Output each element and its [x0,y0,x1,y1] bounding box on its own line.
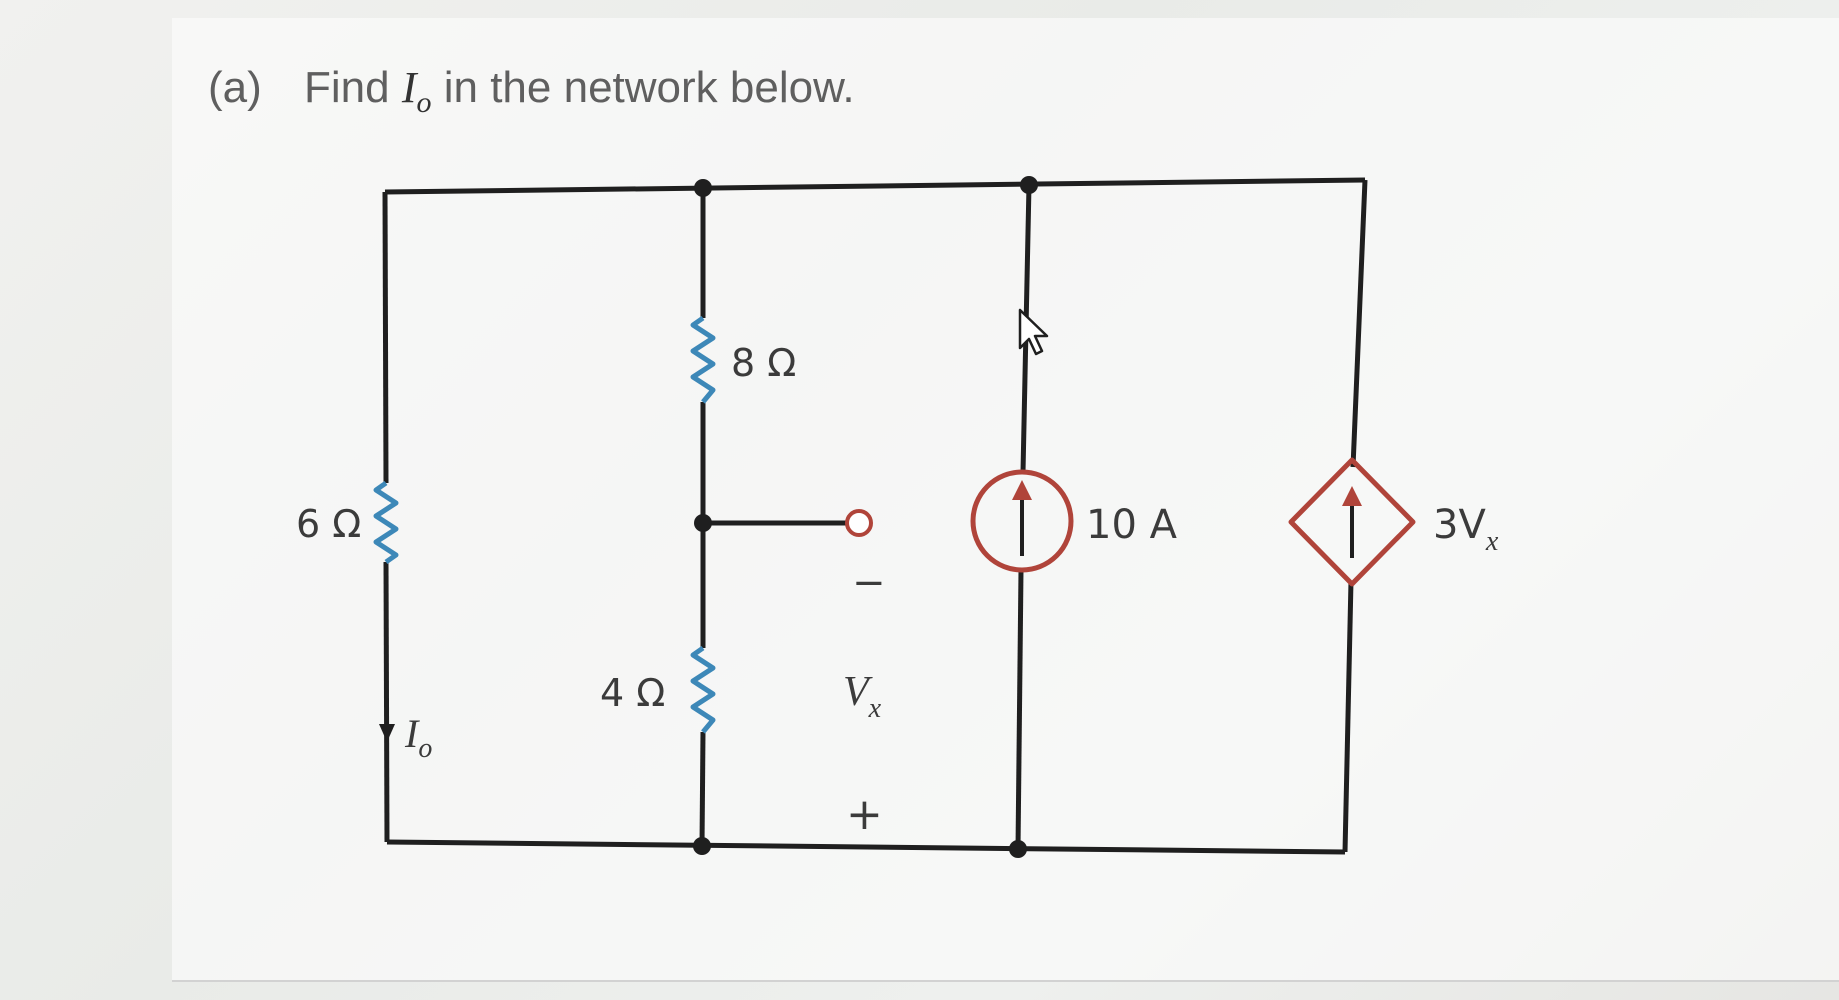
label-3vx-sub: x [1485,526,1499,557]
question-text-before: Find [304,63,390,112]
resistor-4-ohm [690,645,716,734]
label-io-sub: o [418,733,432,764]
label-8-ohm: 8 Ω [731,341,796,385]
top-wire [384,177,1366,195]
question-variable-sub: o [416,85,432,119]
dependent-source-diamond [1288,457,1416,587]
resistor-6-ohm [373,480,399,565]
left-wire-lower [383,561,390,843]
question-prompt: (a) Find Io in the network below. [208,62,855,120]
node-bottom-right [1009,840,1027,858]
label-3vx: 3Vx [1433,502,1499,557]
vx-plus-sign: + [846,789,883,840]
label-io: Io [404,711,432,764]
label-vx: Vx [843,669,882,724]
label-io-main: I [404,711,420,756]
down-arrow-icon [379,724,395,742]
question-label: (a) [208,63,262,112]
label-vx-main: V [843,669,873,715]
label-vx-sub: x [868,693,882,724]
mouse-pointer-icon [1018,308,1049,356]
vx-terminal [845,509,873,537]
node-middle [694,514,712,532]
vx-minus-sign: − [852,560,886,606]
current-source-10a [970,469,1074,573]
question-variable-main: I [401,63,417,112]
mid-wire-bottom [699,731,706,847]
label-4-ohm: 4 Ω [600,671,665,715]
source-wire-bottom [1015,569,1024,850]
label-3vx-main: 3V [1433,502,1486,548]
up-arrow-icon [1012,480,1032,500]
question-variable: Io [401,63,432,119]
wires [382,177,1368,855]
current-source-circle [970,469,1074,573]
node-top-right [1020,176,1038,194]
question-card [172,18,1839,982]
left-wire-upper [382,191,389,484]
question-text-after: in the network below. [443,63,855,112]
label-10a: 10 A [1086,502,1178,548]
dep-wire-top [1350,179,1368,468]
bottom-wire [386,839,1346,855]
dep-wire-bottom [1342,580,1354,853]
label-6-ohm: 6 Ω [296,502,361,546]
node-bottom-left [693,837,711,855]
node-top-left [694,179,712,197]
nodes [693,176,1038,858]
up-arrow-icon [1342,486,1362,506]
dependent-source [1288,457,1416,587]
resistor-8-ohm [690,315,716,404]
